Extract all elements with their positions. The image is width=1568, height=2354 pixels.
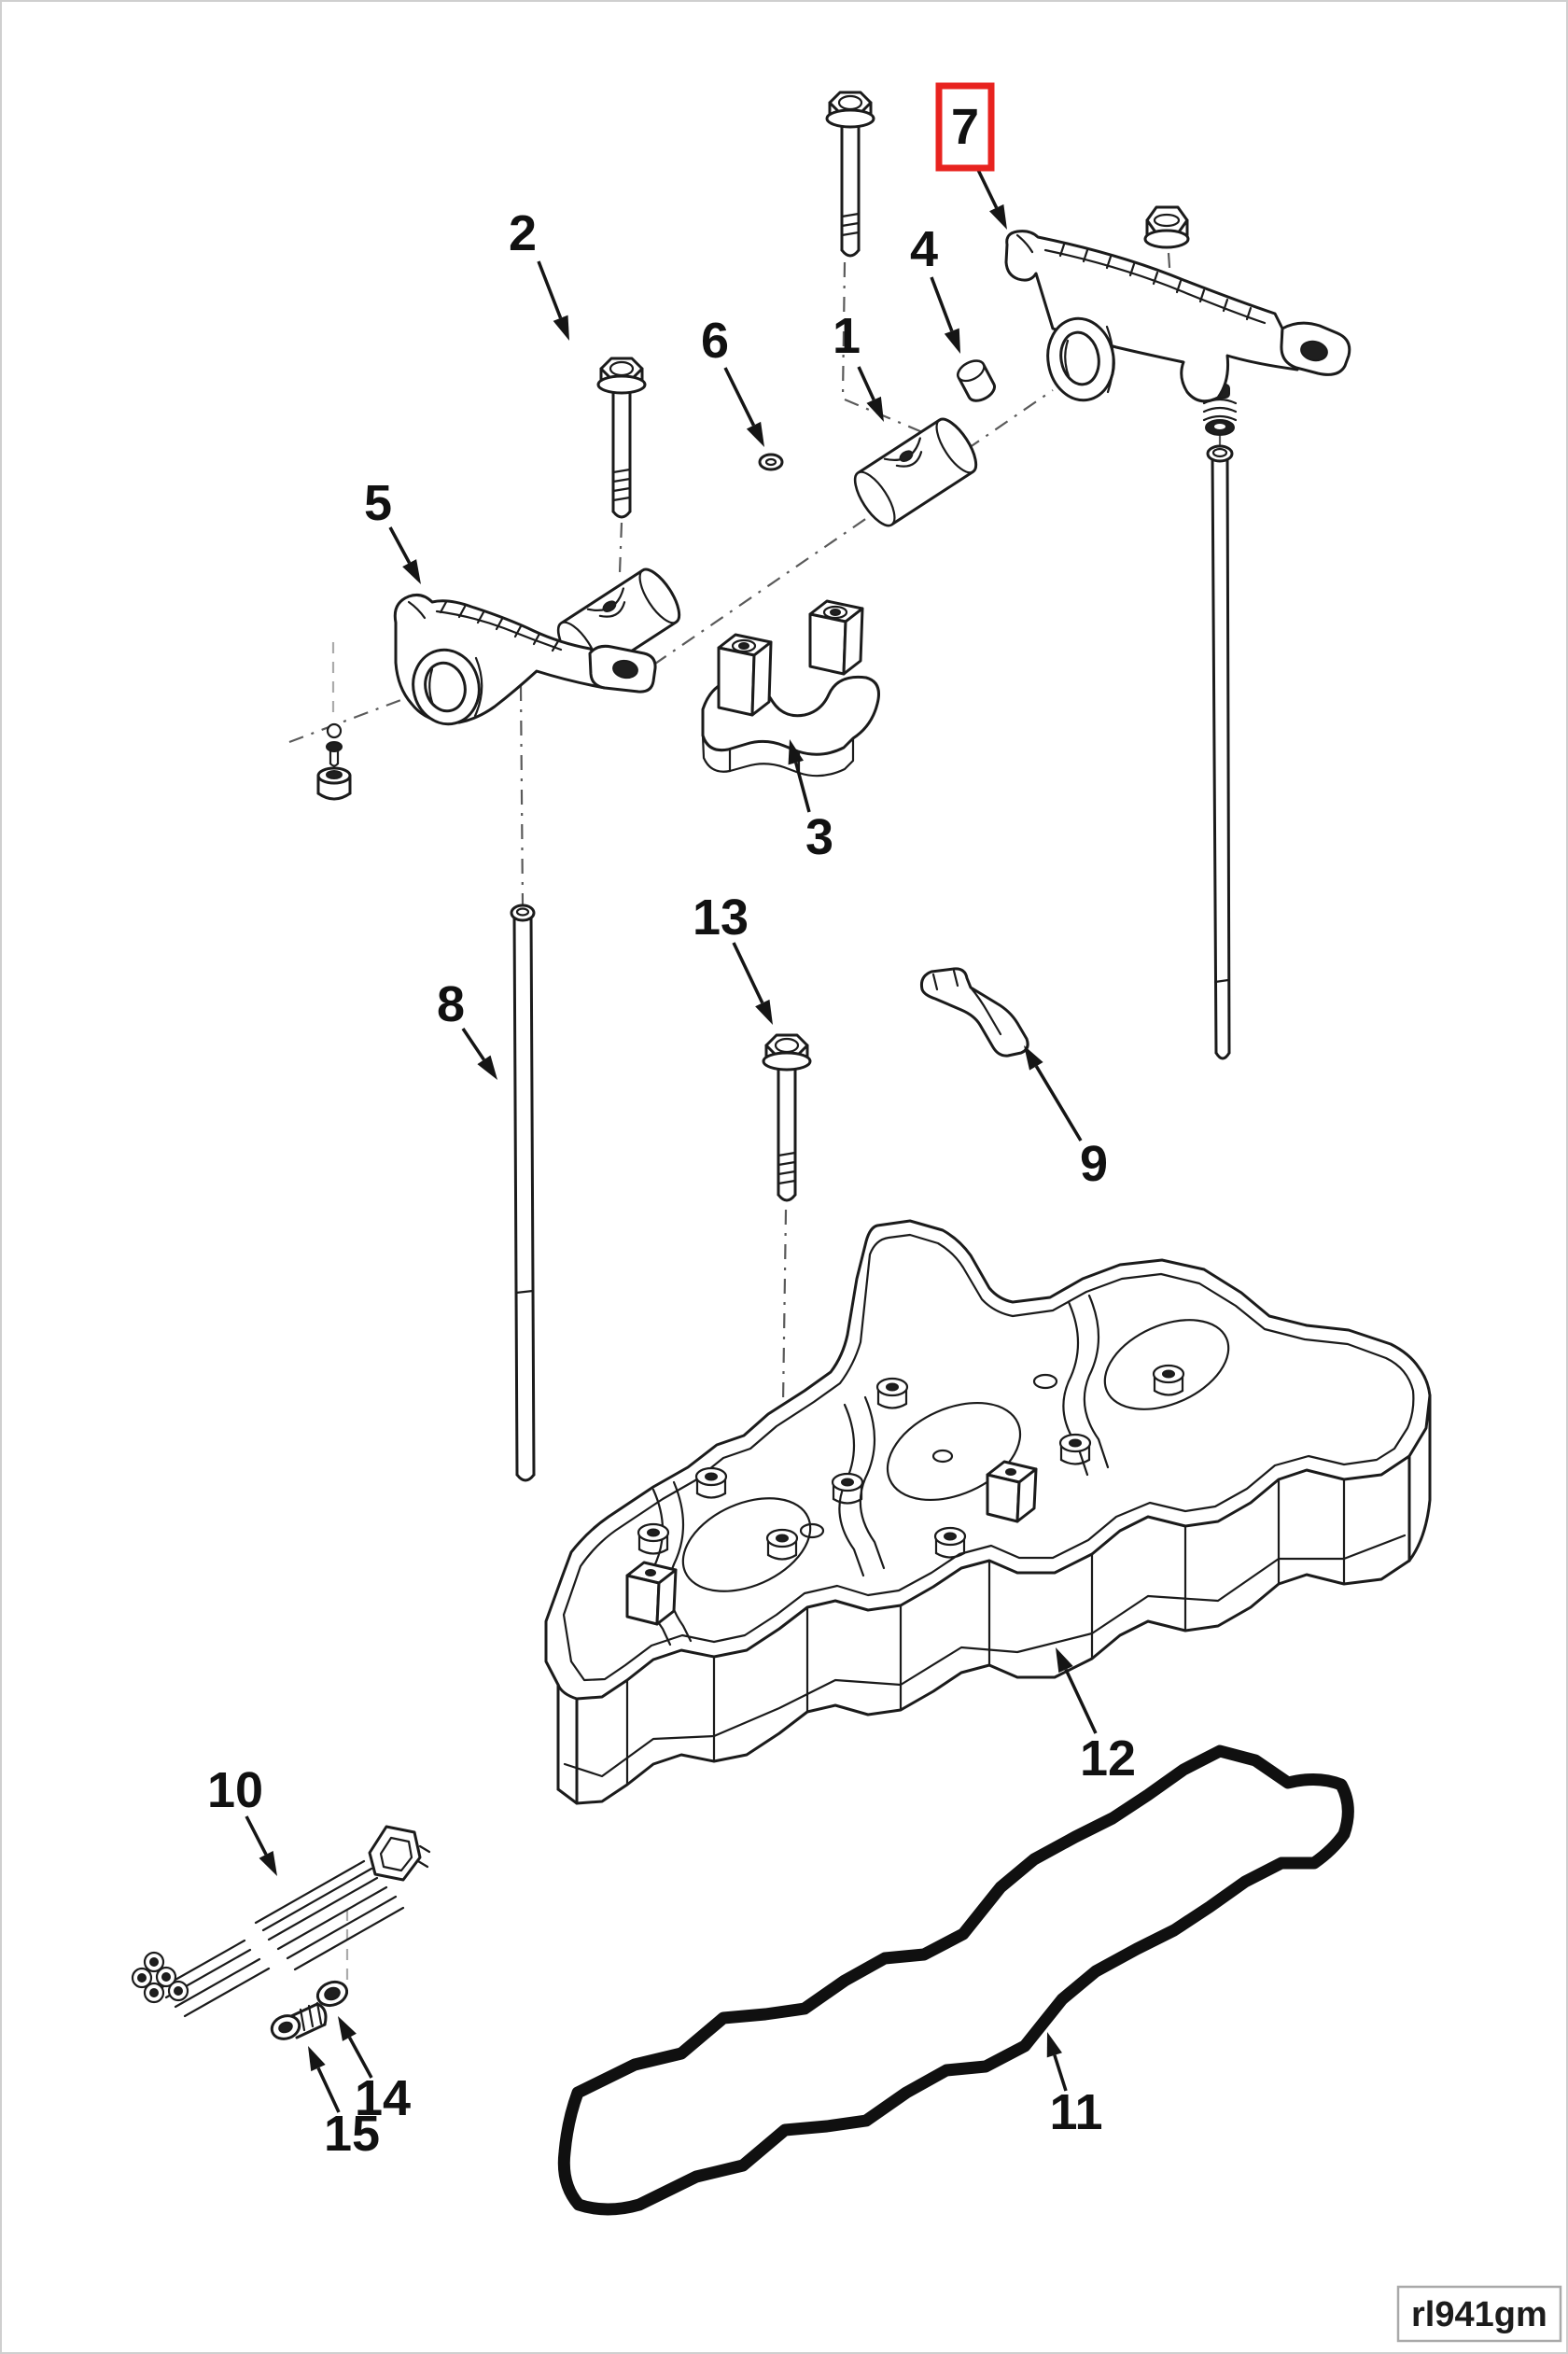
callout-3-number: 3	[805, 809, 833, 865]
callout-11-arrow-line	[1053, 2054, 1068, 2092]
callout-14-arrowhead-icon	[338, 2016, 357, 2041]
callout-2: 2	[509, 205, 569, 341]
callout-12: 12	[1056, 1647, 1136, 1787]
callout-7-number: 7	[951, 99, 979, 155]
callout-5-arrowhead-icon	[402, 559, 421, 584]
part-1-pivot	[853, 417, 978, 527]
callout-10-arrow-line	[245, 1815, 268, 1856]
callout-15: 15	[308, 2046, 380, 2162]
callout-2-number: 2	[509, 205, 537, 261]
callout-10: 10	[207, 1762, 277, 1876]
callout-14-arrow-line	[347, 2036, 373, 2079]
callout-12-number: 12	[1080, 1730, 1136, 1787]
callout-1-arrow-line	[857, 366, 875, 401]
part-10-harness	[131, 1825, 431, 2018]
part-3-mount	[701, 599, 880, 778]
part-5-rocker-arm	[393, 594, 657, 726]
callout-9-arrowhead-icon	[1024, 1045, 1043, 1071]
callout-2-arrow-line	[537, 260, 563, 319]
callout-1: 1	[833, 308, 884, 422]
highlight-box	[935, 82, 995, 172]
callout-1-arrowhead-icon	[866, 396, 884, 422]
callout-6: 6	[701, 313, 764, 447]
callout-15-arrowhead-icon	[308, 2046, 326, 2072]
callout-7-arrowhead-icon	[989, 203, 1007, 230]
callout-4-arrow-line	[930, 276, 954, 332]
callout-6-arrowhead-icon	[746, 421, 764, 447]
callout-15-number: 15	[324, 2106, 380, 2162]
callout-11: 11	[1046, 2032, 1103, 2140]
part-4-plug	[957, 359, 996, 402]
callout-15-arrow-line	[316, 2067, 341, 2113]
push-rod-right	[1206, 444, 1234, 1060]
callout-14-number: 14	[355, 2070, 411, 2126]
callout-13-number: 13	[693, 890, 749, 946]
callout-13-arrowhead-icon	[755, 999, 773, 1025]
callout-8-arrow-line	[461, 1028, 485, 1061]
assembly-axis-lines	[288, 252, 1222, 1983]
figure-code-box: rl941gm	[1396, 2285, 1562, 2343]
callout-13-arrow-line	[732, 942, 764, 1004]
part-11-gasket	[557, 1744, 1354, 2216]
callout-5: 5	[364, 475, 421, 584]
part-13-bolt	[762, 1033, 812, 1202]
figure-code-label: rl941gm	[1411, 2295, 1547, 2334]
callout-8-number: 8	[437, 976, 465, 1032]
callout-4-number: 4	[910, 221, 938, 277]
rocker-7-nut	[1143, 205, 1190, 249]
rocker-bolt-top	[825, 91, 875, 258]
callout-1-number: 1	[833, 308, 861, 364]
callout-10-arrowhead-icon	[259, 1850, 277, 1876]
callout-6-number: 6	[701, 313, 729, 369]
callout-4-arrowhead-icon	[944, 328, 960, 354]
callout-9-number: 9	[1080, 1136, 1108, 1192]
callout-6-arrow-line	[723, 367, 756, 427]
part-14-washer	[315, 1980, 349, 2008]
callout-10-number: 10	[207, 1762, 263, 1818]
part-15-screw	[270, 2001, 328, 2040]
callout-3-arrow-line	[794, 762, 811, 813]
callout-5-arrow-line	[388, 526, 412, 564]
part-9-clip	[920, 967, 1029, 1058]
callout-14: 14	[338, 2016, 411, 2126]
callout-2-arrowhead-icon	[553, 315, 569, 341]
callout-8-arrowhead-icon	[477, 1055, 497, 1080]
part-8-push-rod	[510, 904, 536, 1482]
callout-3-arrowhead-icon	[788, 739, 804, 765]
part-12-valve-cover	[544, 1219, 1432, 1805]
callout-11-arrowhead-icon	[1046, 2032, 1062, 2058]
callout-9-arrow-line	[1034, 1065, 1083, 1142]
callout-8: 8	[437, 976, 497, 1080]
callout-4: 4	[910, 221, 960, 354]
callout-7: 7	[935, 82, 1007, 230]
callout-12-arrowhead-icon	[1056, 1647, 1073, 1674]
callout-9: 9	[1024, 1045, 1108, 1192]
callout-11-number: 11	[1049, 2084, 1102, 2140]
cover-bosses	[637, 1364, 1185, 1561]
part-6-o-ring	[758, 453, 784, 471]
cover-posts	[625, 1460, 1038, 1626]
part-2-bolt	[596, 357, 647, 519]
part-7-rocker-arm	[1004, 230, 1351, 403]
callout-3: 3	[788, 739, 833, 865]
callout-13: 13	[693, 890, 773, 1025]
callout-12-arrow-line	[1064, 1668, 1098, 1734]
rocker-5-adjuster-parts	[316, 722, 352, 801]
callout-5-number: 5	[364, 475, 392, 531]
callout-7-arrow-line	[976, 169, 999, 209]
